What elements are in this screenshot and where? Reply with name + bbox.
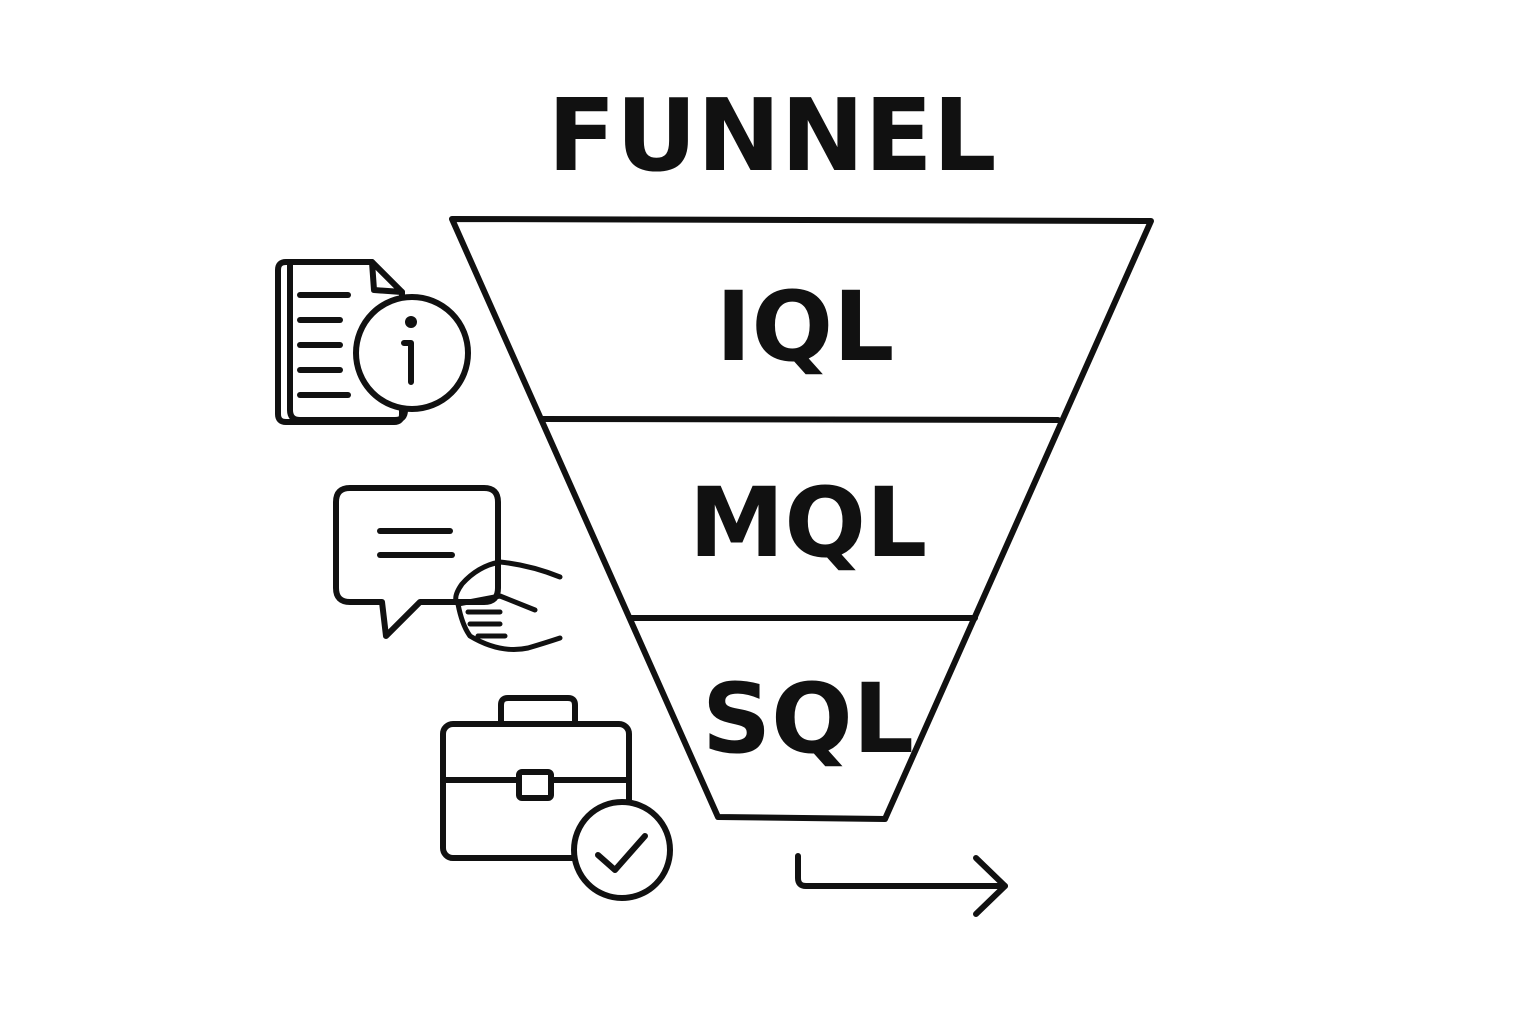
funnel-shape	[449, 216, 1154, 822]
diagram-title: FUNNEL	[548, 77, 997, 194]
handshake-upper	[453, 559, 563, 613]
stage-label-iql: IQL	[716, 271, 895, 383]
briefcase-check-icon	[440, 695, 673, 901]
arrow-shaft	[795, 853, 1008, 889]
check-badge	[571, 799, 673, 901]
briefcase-handle	[498, 695, 578, 727]
briefcase-clasp	[516, 769, 554, 801]
check-mark	[595, 833, 648, 873]
stage-label-mql: MQL	[689, 467, 927, 579]
document-fold	[369, 259, 405, 295]
funnel-divider-1	[538, 416, 1061, 423]
document-page	[275, 259, 405, 425]
chat-handshake-icon	[333, 485, 563, 652]
arrow-head	[973, 855, 1008, 917]
chat-bubble	[333, 485, 501, 639]
arrow-right-icon	[795, 853, 1008, 917]
info-dot	[405, 316, 417, 328]
info-stem	[401, 340, 414, 385]
handshake-fingers	[465, 609, 508, 639]
document-info-icon	[275, 259, 471, 425]
handshake-lower	[455, 601, 563, 652]
briefcase-body	[440, 721, 632, 861]
stage-label-sql: SQL	[702, 663, 914, 775]
